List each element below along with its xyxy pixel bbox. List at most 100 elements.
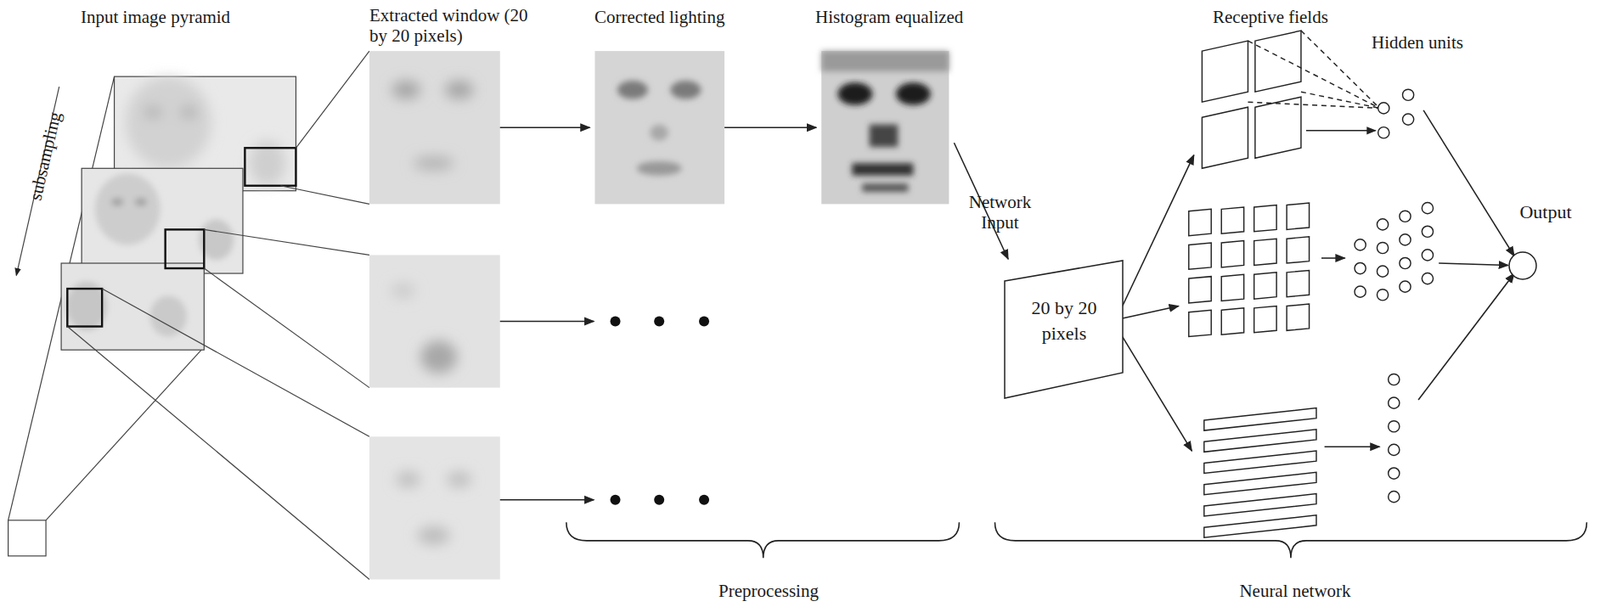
receptive-fields-part bbox=[1204, 515, 1317, 538]
receptive-fields-part bbox=[1188, 208, 1212, 236]
histogram-equalized-image bbox=[821, 50, 949, 204]
receptive-fields-part bbox=[1221, 308, 1244, 335]
image-pyramid-part bbox=[295, 50, 370, 148]
flow-arrows-part bbox=[500, 499, 595, 502]
histogram-equalized-image-part bbox=[821, 50, 949, 192]
extracted-windows-part-part bbox=[391, 80, 421, 100]
histogram-equalized-image-part-part bbox=[837, 82, 873, 105]
corrected-lighting-image-part bbox=[617, 80, 702, 176]
extracted-windows-part-part bbox=[416, 526, 450, 546]
receptive-fields-part bbox=[1204, 408, 1317, 431]
ellipsis-dots bbox=[610, 316, 710, 506]
receptive-fields-part bbox=[1204, 472, 1317, 495]
extracted-windows-part-part bbox=[413, 156, 455, 171]
corrected-lighting-image-part-part bbox=[636, 161, 682, 176]
receptive-fields-part bbox=[1221, 274, 1244, 301]
histogram-equalized-image-part-part bbox=[895, 82, 931, 105]
extracted-windows-part bbox=[369, 50, 501, 204]
hidden-units-part bbox=[1376, 242, 1388, 254]
receptive-fields-part bbox=[1286, 304, 1309, 331]
hidden-units-part bbox=[1399, 257, 1411, 269]
image-pyramid-part-part bbox=[135, 197, 147, 207]
image-pyramid-part bbox=[45, 347, 204, 521]
flow-arrows-part bbox=[1423, 110, 1515, 257]
flow-arrows-part bbox=[724, 126, 817, 129]
ellipsis-dots-part bbox=[698, 316, 710, 327]
image-pyramid-part bbox=[61, 263, 204, 350]
image-pyramid-part bbox=[66, 281, 187, 338]
corrected-lighting-image-part-part bbox=[649, 124, 669, 141]
hidden-units-part bbox=[1402, 113, 1415, 125]
receptive-fields-part bbox=[1201, 107, 1248, 169]
image-pyramid-part bbox=[81, 168, 243, 274]
extracted-windows bbox=[369, 50, 501, 580]
hidden-units-part bbox=[1402, 89, 1415, 101]
receptive-fields-part bbox=[1188, 309, 1212, 337]
section-label: Histogram equalized bbox=[815, 6, 1003, 28]
image-pyramid-part-part bbox=[66, 281, 108, 332]
ellipsis-dots-part bbox=[698, 495, 710, 506]
histogram-equalized-image-part-part bbox=[869, 124, 899, 147]
hidden-units-part bbox=[1376, 219, 1388, 231]
output-node: Output bbox=[1503, 202, 1580, 288]
flow-arrows-part bbox=[1418, 273, 1515, 400]
receptive-fields-part bbox=[1188, 276, 1212, 304]
image-pyramid-part bbox=[244, 147, 296, 186]
image-pyramid-part bbox=[101, 288, 370, 437]
extracted-windows-part bbox=[390, 282, 457, 374]
section-label: Input image pyramid bbox=[80, 6, 302, 28]
histogram-equalized-image-part bbox=[821, 50, 949, 204]
image-pyramid-part-part bbox=[111, 197, 124, 207]
receptive-fields-part bbox=[1254, 205, 1277, 232]
image-pyramid-part-part bbox=[125, 76, 212, 169]
flow-arrows-part bbox=[1122, 306, 1179, 319]
receptive-fields-part bbox=[1221, 241, 1244, 268]
receptive-fields-part bbox=[1286, 270, 1309, 297]
flow-arrows-part bbox=[1438, 263, 1509, 265]
hidden-units-part bbox=[1354, 286, 1366, 298]
extracted-windows-part-part bbox=[395, 471, 421, 488]
hidden-units-part bbox=[1388, 397, 1400, 409]
image-pyramid-part-part bbox=[180, 107, 198, 118]
hidden-units bbox=[1354, 89, 1434, 503]
receptive-fields-part bbox=[1306, 129, 1376, 131]
receptive-fields-part bbox=[1204, 429, 1317, 452]
ellipsis-dots-part bbox=[610, 316, 621, 327]
bracket-part bbox=[994, 522, 1587, 558]
extracted-windows-part-part bbox=[390, 282, 416, 299]
hidden-units-part bbox=[1388, 421, 1400, 433]
hidden-units-part bbox=[1354, 239, 1366, 251]
corrected-lighting-image-part-part bbox=[617, 80, 648, 100]
histogram-equalized-image-part-part bbox=[851, 163, 913, 175]
flow-arrows-part bbox=[1321, 257, 1346, 260]
node-body: 20 by 20 pixels bbox=[1017, 295, 1111, 347]
image-pyramid-part-part bbox=[150, 295, 187, 337]
image-pyramid-part bbox=[165, 229, 205, 269]
receptive-fields-part bbox=[1254, 238, 1277, 265]
hidden-units-part bbox=[1399, 281, 1411, 293]
image-pyramid-part-part bbox=[145, 107, 162, 118]
extracted-windows-part-part bbox=[446, 471, 472, 488]
image-pyramid-part-part bbox=[95, 173, 161, 245]
receptive-fields-part bbox=[1247, 101, 1380, 108]
hidden-units-part bbox=[1378, 102, 1390, 114]
image-pyramid-part bbox=[203, 268, 370, 389]
corrected-lighting-image bbox=[594, 50, 725, 204]
hidden-units-part bbox=[1388, 467, 1400, 479]
node-heading: Output bbox=[1511, 202, 1580, 223]
hidden-units-part bbox=[1399, 210, 1411, 222]
receptive-fields bbox=[1188, 30, 1381, 538]
image-pyramid-part bbox=[203, 229, 370, 255]
hidden-units-part bbox=[1388, 444, 1400, 456]
receptive-fields-part bbox=[1221, 207, 1244, 234]
flow-arrows-part bbox=[500, 126, 591, 129]
section-label: Receptive fields bbox=[1212, 6, 1375, 28]
hidden-units-part bbox=[1421, 202, 1433, 215]
ellipsis-dots-part bbox=[653, 316, 665, 327]
receptive-fields-part bbox=[1204, 450, 1317, 474]
receptive-fields-part bbox=[1301, 30, 1381, 108]
node-heading: Network Input bbox=[959, 191, 1041, 233]
